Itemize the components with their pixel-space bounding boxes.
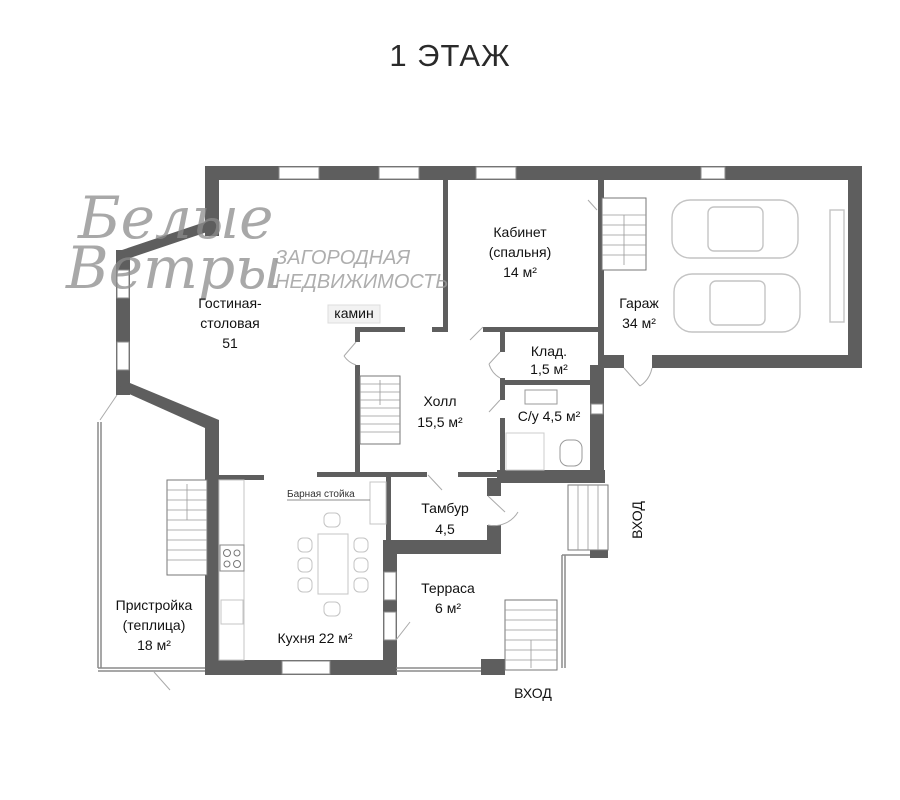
bathroom-fixtures (505, 389, 583, 471)
room-living: Гостиная- столовая 51 (198, 295, 262, 351)
vestibule-area: 4,5 (435, 521, 455, 537)
room-vestibule: Тамбур 4,5 (421, 500, 469, 537)
hall-area: 15,5 м² (417, 414, 463, 430)
hall-name: Холл (424, 393, 457, 409)
terrace-area: 6 м² (435, 600, 461, 616)
storage-area: 1,5 м² (530, 361, 568, 377)
garage-area: 34 м² (622, 315, 656, 331)
garage-name: Гараж (619, 295, 659, 311)
watermark-script-2: Ветры (65, 234, 282, 302)
entrance-bottom-label: ВХОД (514, 685, 552, 701)
storage-name: Клад. (531, 343, 567, 359)
fireplace-label: камин (334, 305, 373, 321)
kitchen-furniture (218, 479, 387, 661)
room-storage: Клад. 1,5 м² (530, 343, 568, 377)
annex-name-1: Пристройка (116, 597, 193, 613)
living-area: 51 (222, 335, 238, 351)
garage-cars (671, 199, 845, 333)
watermark-logo: Белые Ветры ЗАГОРОДНАЯ НЕДВИЖИМОСТЬ (65, 184, 448, 302)
living-name-2: столовая (200, 315, 260, 331)
bar-counter-label: Барная стойка (287, 489, 355, 500)
doors (99, 199, 653, 691)
fireplace (327, 304, 381, 324)
interior-walls (219, 180, 598, 542)
vestibule-name: Тамбур (421, 500, 469, 516)
room-garage: Гараж 34 м² (619, 295, 659, 331)
watermark-tagline-2: НЕДВИЖИМОСТЬ (275, 271, 448, 293)
terrace-name: Терраса (421, 580, 475, 596)
bathroom-label: С/у 4,5 м² (518, 408, 581, 424)
entrance-side-label: ВХОД (629, 501, 645, 539)
room-terrace: Терраса 6 м² (421, 580, 475, 616)
windows (116, 166, 726, 675)
annex-area: 18 м² (137, 637, 171, 653)
room-hall: Холл 15,5 м² (417, 393, 463, 430)
study-name-2: (спальня) (489, 244, 551, 260)
watermark-script-1: Белые (77, 184, 273, 252)
room-annex: Пристройка (теплица) 18 м² (116, 597, 193, 653)
living-name-1: Гостиная- (198, 295, 262, 311)
study-name-1: Кабинет (493, 224, 547, 240)
floor-title: 1 ЭТАЖ (389, 38, 511, 73)
room-study: Кабинет (спальня) 14 м² (489, 224, 551, 280)
annex-enclosure (97, 422, 590, 672)
annex-name-2: (теплица) (123, 617, 186, 633)
kitchen-label: Кухня 22 м² (277, 630, 352, 646)
watermark-tagline-1: ЗАГОРОДНАЯ (275, 247, 410, 269)
study-area: 14 м² (503, 264, 537, 280)
